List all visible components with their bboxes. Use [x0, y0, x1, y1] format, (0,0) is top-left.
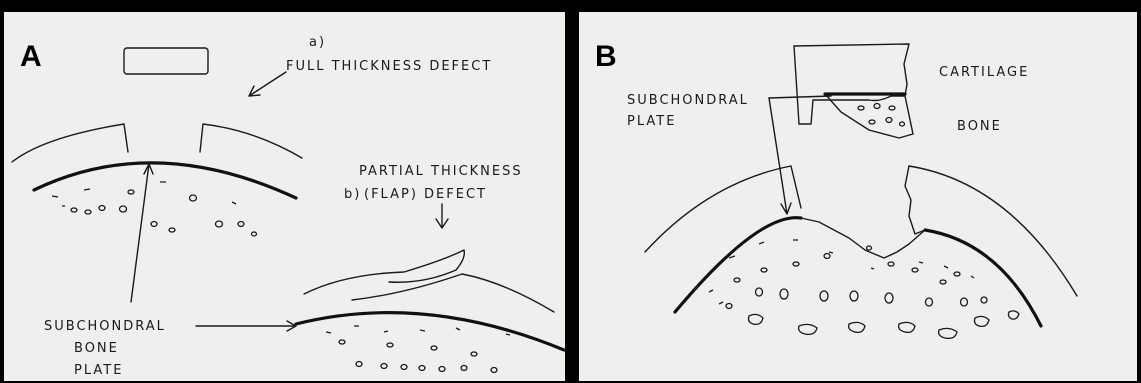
panel-a-drawing: A a) FULL THICKNESS DEFECT PARTIAL THICK… [4, 12, 565, 381]
bone-dots-b [326, 326, 510, 373]
cartilage-label: CARTILAGE [939, 65, 1029, 80]
subchondral-label-b-line1: SUBCHONDRAL [627, 93, 749, 108]
cartilage-b-lower [352, 274, 554, 312]
cartilage-right-a [200, 124, 302, 158]
subchondral-plate-a [34, 163, 296, 198]
flap-arrow [436, 204, 448, 228]
label-a: a) [309, 35, 326, 50]
cartilage-left-b [645, 166, 801, 252]
defect-floor [801, 218, 925, 258]
panel-b-drawing: B CARTILAGE BONE SUBCHONDRAL PLATE [579, 12, 1137, 381]
cartilage-left-a [12, 124, 128, 162]
subchondral-plate-b [296, 313, 564, 350]
fragment-bone-dots [858, 104, 905, 127]
panel-a: A a) FULL THICKNESS DEFECT PARTIAL THICK… [4, 12, 565, 381]
partial-thickness-label: PARTIAL THICKNESS [359, 164, 523, 179]
subchondral-arrow-right [196, 321, 296, 331]
bone-label: BONE [957, 119, 1002, 134]
flap-defect-label: (FLAP) DEFECT [364, 187, 487, 202]
label-b: b) [344, 187, 361, 202]
defect-wall [905, 166, 925, 234]
full-thickness-arrow [249, 72, 286, 96]
bone-dots-c [709, 240, 1019, 338]
subchondral-label-line1: SUBCHONDRAL [44, 319, 166, 334]
flap [304, 250, 464, 294]
bone-dots-a [52, 182, 257, 236]
panel-a-letter: A [20, 40, 42, 73]
panel-b-letter: B [595, 40, 617, 73]
osteochondral-fragment [794, 44, 909, 124]
subchondral-plate-b-right [925, 230, 1041, 326]
leader-to-fragment [769, 96, 831, 98]
subchondral-label-line2: BONE [74, 341, 119, 356]
subchondral-arrow-long [131, 164, 153, 302]
removed-cartilage-plug [124, 48, 208, 74]
leader-to-plate [769, 98, 791, 214]
subchondral-label-b-line2: PLATE [627, 114, 676, 129]
subchondral-label-line3: PLATE [74, 363, 123, 378]
full-thickness-defect-label: FULL THICKNESS DEFECT [286, 59, 492, 74]
panel-b: B CARTILAGE BONE SUBCHONDRAL PLATE [579, 12, 1137, 381]
